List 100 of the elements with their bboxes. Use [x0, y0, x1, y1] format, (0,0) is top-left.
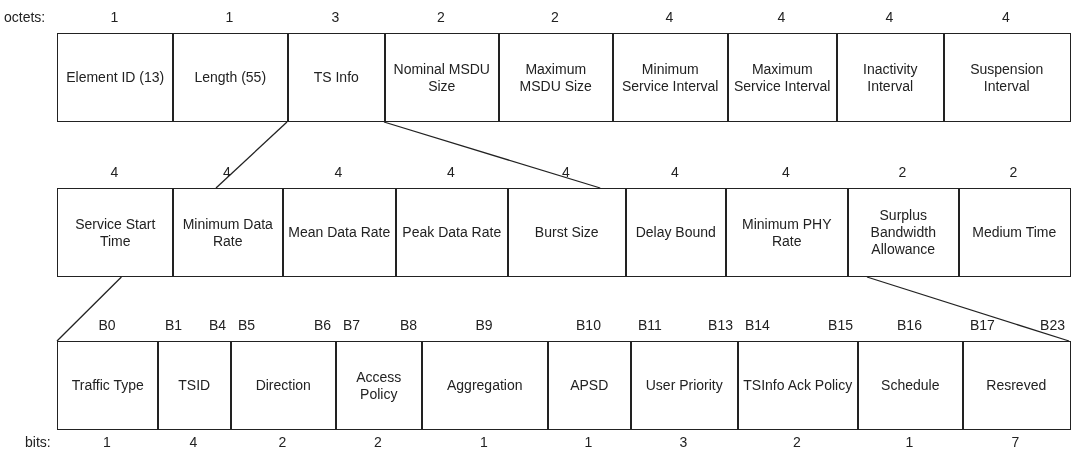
size-label: 2	[793, 433, 801, 452]
field-box	[547, 341, 632, 430]
field-name: Mean Data Rate	[288, 224, 391, 241]
field-name: Service Start Time	[74, 215, 157, 250]
size-label: B17	[970, 316, 995, 335]
size-label: 4	[223, 163, 231, 182]
expansion-line	[56, 276, 123, 342]
field-name: Access Policy	[355, 368, 403, 403]
field-name: Element ID (13)	[66, 69, 165, 86]
field-box	[630, 341, 739, 430]
field-box	[282, 188, 397, 277]
size-label: 4	[447, 163, 455, 182]
size-label: 7	[1011, 433, 1020, 452]
expansion-line	[215, 121, 288, 189]
size-label: B0	[98, 316, 116, 335]
field-box	[612, 33, 729, 122]
size-label: 4	[885, 8, 894, 27]
size-label: B14	[745, 316, 770, 335]
field-box	[737, 341, 859, 430]
size-label: B7	[343, 316, 361, 335]
size-label: 2	[437, 8, 445, 27]
field-name: Inactivity Interval	[862, 60, 919, 95]
size-label: 1	[905, 433, 914, 452]
field-box	[962, 341, 1071, 430]
size-label: B4	[208, 316, 226, 335]
size-label: 4	[777, 8, 786, 27]
size-label: 4	[110, 163, 119, 182]
field-name: Direction	[255, 377, 311, 394]
size-label: 4	[189, 433, 198, 452]
size-label: B6	[313, 316, 331, 335]
field-box	[847, 188, 960, 277]
size-label: 4	[782, 163, 790, 182]
size-label: 1	[225, 8, 234, 27]
size-label: 2	[278, 433, 287, 452]
field-box	[57, 341, 159, 430]
size-label: 2	[551, 8, 559, 27]
size-label: 2	[374, 433, 382, 452]
size-label: B13	[708, 316, 733, 335]
size-label: B10	[576, 316, 601, 335]
field-box	[727, 33, 838, 122]
field-box	[857, 341, 964, 430]
size-label: 2	[898, 163, 907, 182]
expansion-line	[383, 121, 601, 189]
field-box	[725, 188, 849, 277]
size-label: 3	[331, 8, 340, 27]
field-box	[943, 33, 1071, 122]
field-box	[507, 188, 627, 277]
size-label: 1	[103, 433, 111, 452]
field-name: Length (55)	[194, 69, 267, 86]
field-name: Nominal MSDU Size	[392, 60, 491, 95]
field-name: Peak Data Rate	[402, 224, 502, 241]
field-box	[57, 188, 174, 277]
field-name: Traffic Type	[71, 377, 144, 394]
field-box	[498, 33, 614, 122]
size-label: B8	[399, 316, 417, 335]
size-label: 1	[110, 8, 119, 27]
field-name: Maximum MSDU Size	[518, 60, 593, 95]
field-box	[836, 33, 945, 122]
field-box	[958, 188, 1071, 277]
row-caption: bits:	[25, 433, 51, 452]
size-label: 2	[1009, 163, 1018, 182]
size-label: 4	[665, 8, 674, 27]
size-label: B23	[1040, 316, 1065, 335]
field-box	[625, 188, 727, 277]
size-label: B15	[828, 316, 853, 335]
field-box	[230, 341, 337, 430]
expansion-line	[866, 276, 1070, 342]
size-label: 1	[480, 433, 488, 452]
size-label: 3	[679, 433, 688, 452]
size-label: 4	[671, 163, 679, 182]
field-name: Medium Time	[972, 224, 1057, 241]
field-name: TS Info	[313, 69, 359, 86]
field-name: TSInfo Ack Policy	[743, 377, 853, 394]
size-label: B9	[475, 316, 493, 335]
field-box	[421, 341, 549, 430]
field-box	[157, 341, 232, 430]
field-box	[335, 341, 423, 430]
field-box	[287, 33, 386, 122]
field-name: Minimum PHY Rate	[741, 215, 833, 250]
field-name: Aggregation	[447, 377, 523, 394]
field-name: Suspension Interval	[969, 60, 1045, 95]
field-box	[395, 188, 509, 277]
field-box	[172, 33, 289, 122]
field-name: Burst Size	[534, 224, 599, 241]
size-label: B11	[638, 316, 662, 335]
field-box	[384, 33, 500, 122]
field-name: Delay Bound	[635, 224, 716, 241]
field-box	[172, 188, 284, 277]
field-name: Minimum Service Interval	[621, 60, 720, 95]
field-name: Resreved	[986, 377, 1047, 394]
size-label: 4	[562, 163, 570, 182]
size-label: 1	[584, 433, 593, 452]
field-name: Surplus Bandwidth Allowance	[869, 207, 937, 258]
size-label: 4	[334, 163, 343, 182]
field-name: APSD	[570, 377, 609, 394]
size-label: 4	[1002, 8, 1010, 27]
size-label: B5	[238, 316, 256, 335]
field-box	[57, 33, 174, 122]
size-label: B16	[897, 316, 922, 335]
field-name: Schedule	[881, 377, 940, 394]
